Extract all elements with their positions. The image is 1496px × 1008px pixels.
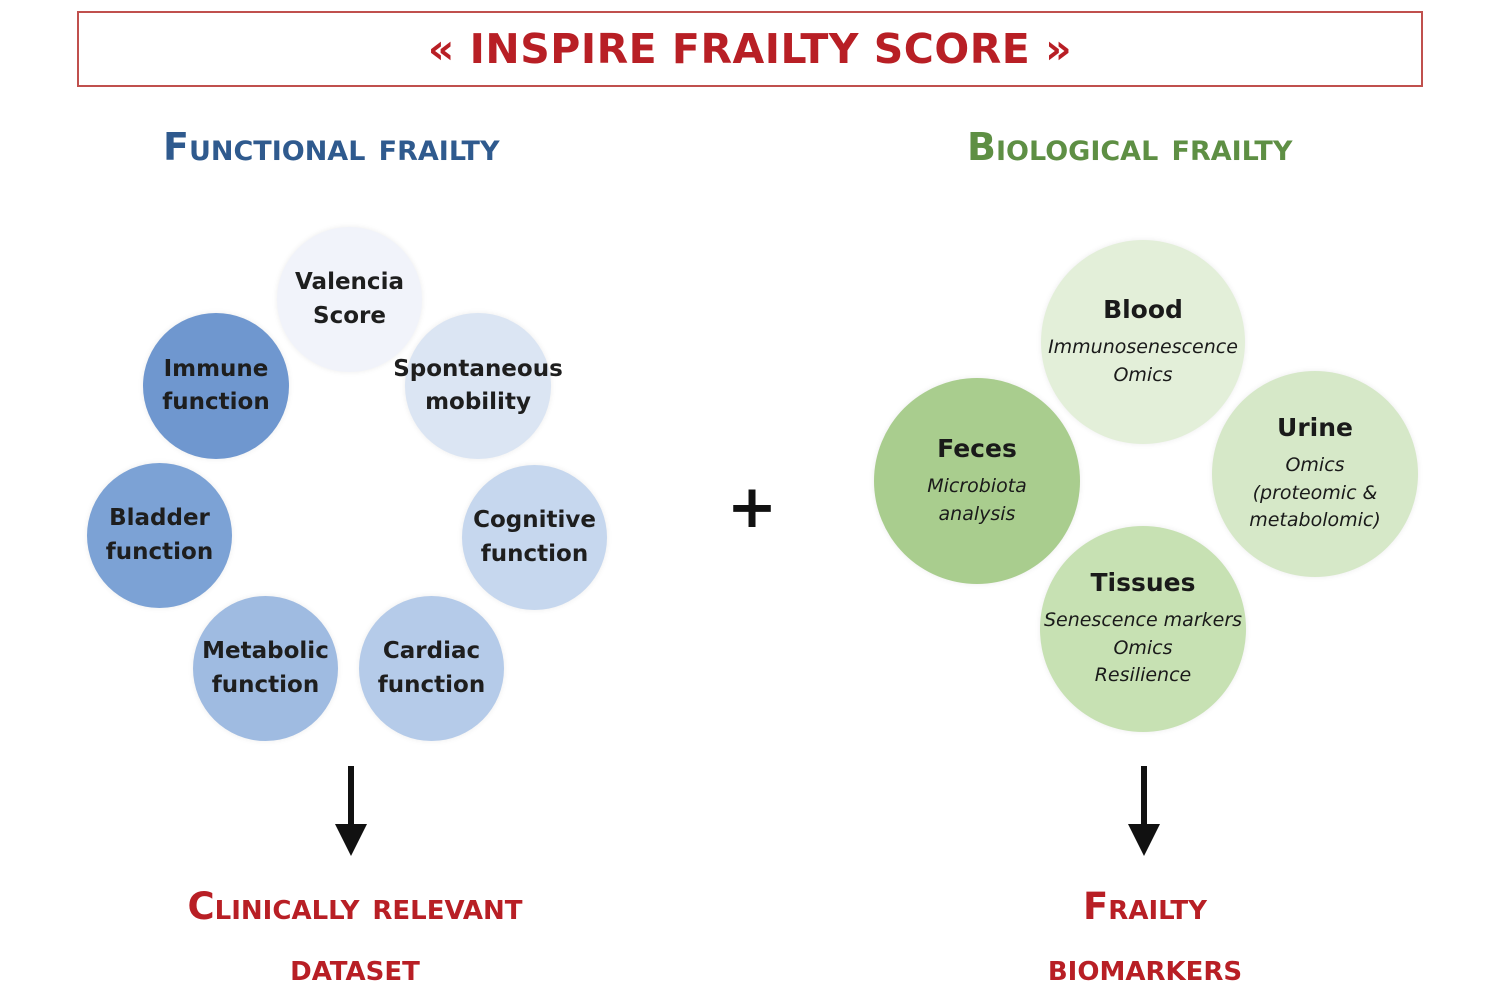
title-box: « INSPIRE FRAILTY SCORE » — [77, 11, 1423, 87]
circle-label: Immune function — [162, 355, 270, 415]
biological-frailty-heading: Biological frailty — [967, 125, 1293, 169]
circle-immune-function: Immune function — [143, 313, 289, 459]
circle-title: Tissues — [1090, 568, 1196, 598]
functional-frailty-heading: Functional frailty — [163, 125, 500, 169]
circle-subtitle: Immunosenescence Omics — [1048, 335, 1238, 386]
circle-subtitle: Omics (proteomic & metabolomic) — [1249, 454, 1381, 532]
circle-title: Blood — [1103, 294, 1183, 324]
circle-subtitle: Senescence markers Omics Resilience — [1043, 609, 1243, 687]
circle-subtitle: Microbiota analysis — [927, 474, 1027, 525]
circle-label: Valencia Score — [295, 269, 404, 329]
circle-feces: Feces Microbiota analysis — [874, 378, 1080, 584]
circle-label: Cardiac function — [377, 638, 486, 698]
functional-outcome: Clinically relevant dataset — [120, 888, 590, 986]
outcome-line-2: biomarkers — [1047, 946, 1243, 989]
circle-label: Cognitive function — [473, 507, 596, 567]
circle-title: Feces — [937, 433, 1017, 463]
circle-title: Urine — [1277, 413, 1353, 443]
circle-blood: Blood Immunosenescence Omics — [1041, 240, 1245, 444]
circle-metabolic-function: Metabolic function — [193, 596, 338, 741]
circle-bladder-function: Bladder function — [87, 463, 232, 608]
outcome-line-1: Clinically relevant — [187, 885, 523, 928]
circle-cardiac-function: Cardiac function — [359, 596, 504, 741]
circle-tissues: Tissues Senescence markers Omics Resilie… — [1040, 526, 1246, 732]
down-arrow-biological-icon — [1128, 766, 1160, 856]
circle-label: Spontaneous mobility — [393, 355, 563, 415]
down-arrow-functional-icon — [335, 766, 367, 856]
circle-label: Bladder function — [105, 505, 214, 565]
circle-valencia-score: Valencia Score — [277, 227, 422, 372]
outcome-line-1: Frailty — [1083, 885, 1207, 928]
circle-spontaneous-mobility: Spontaneous mobility — [393, 313, 563, 459]
circle-label: Metabolic function — [202, 638, 329, 698]
plus-sign: + — [726, 472, 778, 542]
biological-outcome: Frailty biomarkers — [990, 888, 1300, 986]
diagram-title: « INSPIRE FRAILTY SCORE » — [427, 25, 1073, 73]
circle-cognitive-function: Cognitive function — [462, 465, 607, 610]
circle-urine: Urine Omics (proteomic & metabolomic) — [1212, 371, 1418, 577]
outcome-line-2: dataset — [290, 946, 420, 989]
